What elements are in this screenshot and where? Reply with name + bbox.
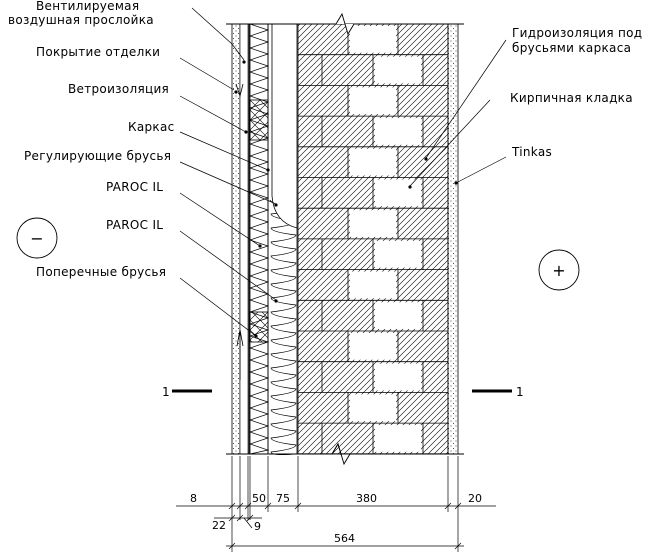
insulation-inner-zigzag xyxy=(269,199,297,456)
finish-layer xyxy=(231,23,241,455)
wall-layers xyxy=(226,12,464,475)
label-paroc-1: PAROC IL xyxy=(106,180,163,194)
tinkas-layer xyxy=(447,23,459,455)
dim-20: 20 xyxy=(468,492,482,505)
frame-stud-bottom xyxy=(249,311,269,343)
break-line-top xyxy=(226,12,464,36)
dimension-text: 8 50 75 380 20 22 9 564 xyxy=(190,492,482,545)
insulation-outer-zigzag xyxy=(248,23,270,455)
dim-50: 50 xyxy=(252,492,266,505)
dimension-lines xyxy=(176,456,496,552)
label-hydro-2: брусьями каркаса xyxy=(512,41,631,55)
insulation-inner-outline xyxy=(267,24,298,454)
label-frame: Каркас xyxy=(128,120,175,134)
label-tinkas: Tinkas xyxy=(511,145,552,159)
label-paroc-2: PAROC IL xyxy=(106,218,163,232)
labels-left: Вентилируемая воздушная прослойка Покрыт… xyxy=(8,0,175,279)
dim-8: 8 xyxy=(190,492,197,505)
dim-380: 380 xyxy=(356,492,377,505)
svg-text:+: + xyxy=(552,261,565,280)
plus-symbol: + xyxy=(538,249,580,291)
air-gap xyxy=(239,23,249,455)
label-windproof: Ветроизоляция xyxy=(68,82,169,96)
airflow-arrow-top xyxy=(235,83,244,98)
leader-lines xyxy=(179,7,507,337)
svg-text:−: − xyxy=(30,229,43,248)
dim-75: 75 xyxy=(276,492,290,505)
dim-22: 22 xyxy=(212,519,226,532)
label-adjusting-bars: Регулирующие брусья xyxy=(24,149,171,163)
svg-text:1: 1 xyxy=(516,385,524,399)
label-ventilated-2: воздушная прослойка xyxy=(8,13,154,27)
minus-symbol: − xyxy=(16,217,58,259)
dim-total: 564 xyxy=(334,532,355,545)
section-mark-left: 1 xyxy=(162,385,212,399)
section-mark-right: 1 xyxy=(472,385,524,399)
void-outline xyxy=(271,24,298,229)
labels-right: Гидроизоляция под брусьями каркаса Кирпи… xyxy=(510,26,642,159)
label-brick: Кирпичная кладка xyxy=(510,91,633,105)
leader-dots xyxy=(234,60,458,338)
dim-9: 9 xyxy=(254,520,261,533)
label-ventilated-1: Вентилируемая xyxy=(36,0,139,13)
label-finish: Покрытие отделки xyxy=(36,45,160,59)
label-hydro-1: Гидроизоляция под xyxy=(512,26,642,40)
frame-stud-top xyxy=(249,99,269,141)
label-cross-bars: Поперечные брусья xyxy=(36,265,166,279)
svg-text:1: 1 xyxy=(162,385,170,399)
